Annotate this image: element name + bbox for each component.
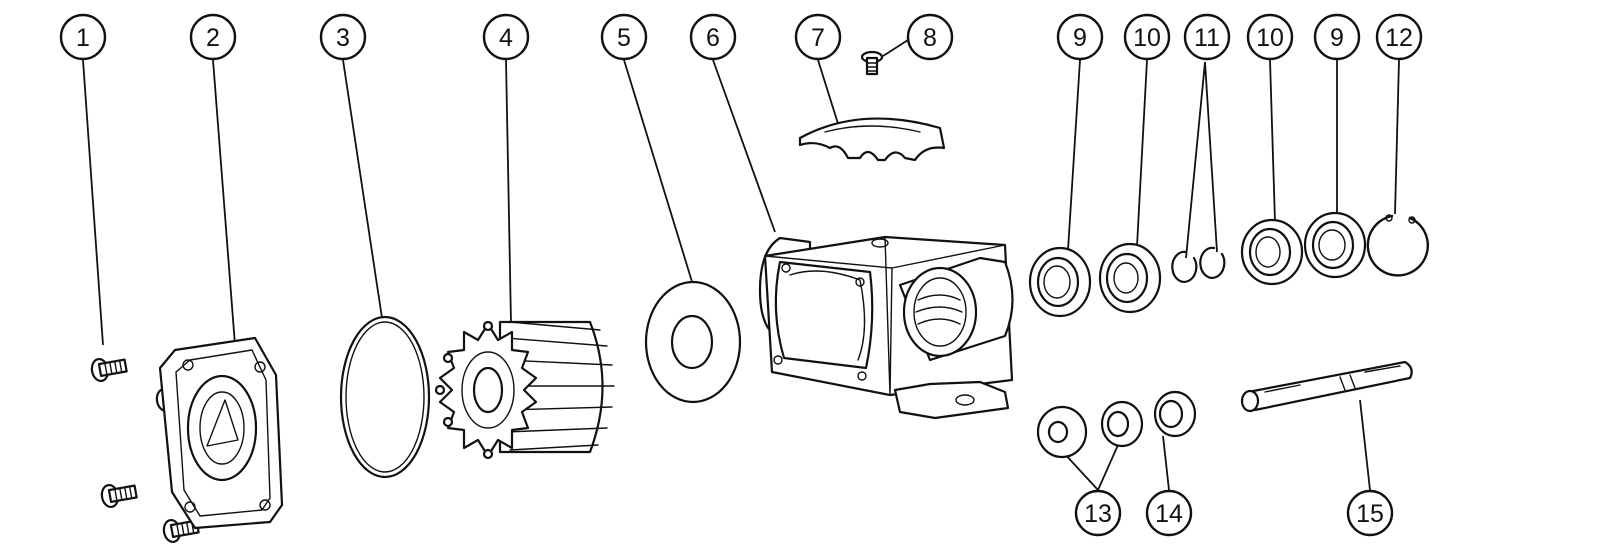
callout-6: 6	[689, 13, 737, 61]
callout-13: 13	[1074, 489, 1122, 537]
callout-2: 2	[189, 13, 237, 61]
callout-label-7: 7	[811, 24, 825, 52]
part-11-retaining-rings	[1171, 246, 1226, 283]
callout-11: 11	[1183, 13, 1231, 61]
part-3-o-ring	[339, 315, 431, 479]
part-13-spacers	[1036, 400, 1144, 459]
part-12-circlip	[1366, 214, 1430, 277]
callout-label-10-left: 10	[1133, 24, 1161, 52]
callout-10-right: 10	[1246, 13, 1294, 61]
callout-label-9-left: 9	[1073, 24, 1087, 52]
part-9-seal-right	[1303, 211, 1367, 279]
callout-15: 15	[1346, 489, 1394, 537]
callout-10-left: 10	[1123, 13, 1171, 61]
callout-1: 1	[59, 13, 107, 61]
part-7-cam	[798, 117, 946, 162]
callout-label-9-right: 9	[1330, 24, 1344, 52]
part-8-cam-screw	[860, 50, 884, 76]
callout-9-right: 9	[1313, 13, 1361, 61]
callout-12: 12	[1375, 13, 1423, 61]
part-10-bearing-left	[1098, 242, 1162, 314]
callout-label-10-right: 10	[1256, 24, 1284, 52]
callout-label-2: 2	[206, 24, 220, 52]
callout-4: 4	[482, 13, 530, 61]
callout-label-4: 4	[499, 24, 513, 52]
callout-label-5: 5	[617, 24, 631, 52]
part-5-wear-plate	[644, 280, 742, 404]
callout-label-12: 12	[1385, 24, 1413, 52]
callout-3: 3	[319, 13, 367, 61]
part-2-cover-plate	[158, 336, 284, 530]
part-4-impeller	[434, 320, 615, 460]
callout-label-3: 3	[336, 24, 350, 52]
part-6-pump-housing	[758, 235, 1014, 420]
leader-lines	[82, 39, 1400, 492]
callout-14: 14	[1145, 489, 1193, 537]
part-15-shaft	[1240, 360, 1413, 413]
callout-label-15: 15	[1356, 500, 1384, 528]
callout-label-8: 8	[923, 24, 937, 52]
callout-8: 8	[906, 13, 954, 61]
callout-label-1: 1	[76, 24, 90, 52]
callout-label-6: 6	[706, 24, 720, 52]
callout-7: 7	[794, 13, 842, 61]
callout-9-left: 9	[1056, 13, 1104, 61]
callout-label-11: 11	[1194, 24, 1220, 52]
callout-label-14: 14	[1155, 500, 1183, 528]
part-9-seal-left	[1028, 246, 1092, 318]
callout-label-13: 13	[1084, 500, 1112, 528]
part-10-bearing-right	[1240, 218, 1304, 286]
part-14-washer	[1153, 390, 1197, 438]
callout-5: 5	[600, 13, 648, 61]
